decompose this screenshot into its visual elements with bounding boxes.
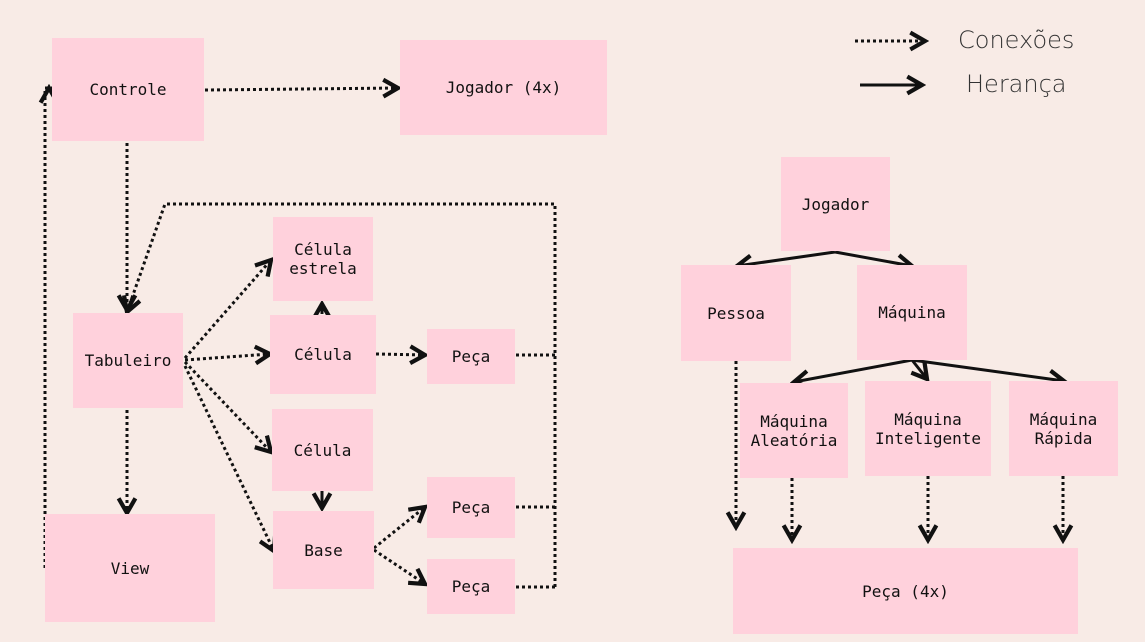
node-tabuleiro: Tabuleiro bbox=[73, 313, 183, 408]
node-celula-estrela: Célula estrela bbox=[273, 217, 373, 301]
node-peca-2: Peça bbox=[427, 477, 515, 538]
node-pessoa: Pessoa bbox=[681, 265, 791, 361]
edge-maquina-rapida bbox=[911, 358, 1064, 381]
node-base: Base bbox=[273, 511, 374, 589]
edge-maquina-aleatoria bbox=[794, 358, 913, 382]
edge-jogador-pessoa bbox=[737, 250, 836, 266]
node-peca-4x: Peça (4x) bbox=[733, 548, 1078, 634]
node-maquina-aleatoria: Máquina Aleatória bbox=[740, 383, 848, 478]
node-controle: Controle bbox=[52, 38, 204, 141]
edge-pecas-tabuleiro-arrow bbox=[127, 298, 132, 312]
edge-pecas-tabuleiro bbox=[125, 202, 557, 589]
edge-tabuleiro-base bbox=[183, 365, 274, 551]
edge-view-controle bbox=[43, 86, 52, 568]
node-view: View bbox=[45, 514, 215, 622]
node-maquina-inteligente: Máquina Inteligente bbox=[865, 381, 991, 476]
node-maquina-rapida: Máquina Rápida bbox=[1009, 381, 1118, 476]
edge-tabuleiro-celula1 bbox=[184, 354, 270, 360]
edge-celula1-peca1 bbox=[375, 354, 425, 355]
edge-jogador-maquina bbox=[834, 250, 912, 266]
node-peca-3: Peça bbox=[427, 559, 515, 614]
node-celula-1: Célula bbox=[270, 315, 376, 394]
node-peca-1: Peça bbox=[427, 329, 515, 384]
node-celula-2: Célula bbox=[272, 409, 373, 491]
edge-tabuleiro-celula2 bbox=[183, 360, 271, 452]
node-jogador: Jogador bbox=[781, 157, 890, 251]
node-jogador-4x: Jogador (4x) bbox=[400, 40, 607, 135]
edge-maquina-inteligente bbox=[912, 359, 927, 379]
edge-base-peca3 bbox=[373, 548, 425, 584]
edge-controle-jogador4x bbox=[204, 88, 398, 90]
edge-tabuleiro-celula-estrela bbox=[183, 260, 271, 359]
edge-base-peca2 bbox=[373, 507, 425, 550]
legend-connections-label: Conexões bbox=[958, 26, 1075, 54]
legend-inheritance-label: Herança bbox=[966, 70, 1067, 98]
node-maquina: Máquina bbox=[857, 265, 967, 360]
